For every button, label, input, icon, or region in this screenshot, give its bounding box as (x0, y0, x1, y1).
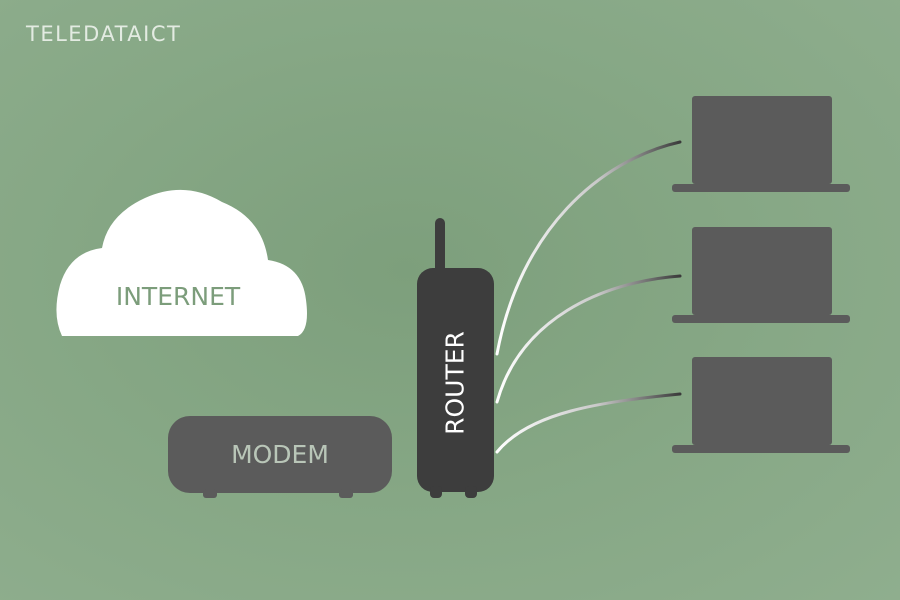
cable-2 (495, 274, 682, 404)
cable-1 (495, 140, 682, 356)
brand-logo-text: TELEDATAICT (26, 22, 182, 46)
laptop-3-icon (672, 357, 850, 453)
internet-label: INTERNET (115, 282, 241, 311)
modem-icon (168, 416, 392, 498)
laptop-2-icon (672, 227, 850, 323)
modem-label: MODEM (231, 440, 329, 469)
router-icon (417, 218, 494, 498)
router-label: ROUTER (440, 331, 470, 435)
internet-cloud-icon (56, 189, 307, 336)
laptop-1-icon (672, 96, 850, 192)
cable-3 (495, 392, 682, 454)
